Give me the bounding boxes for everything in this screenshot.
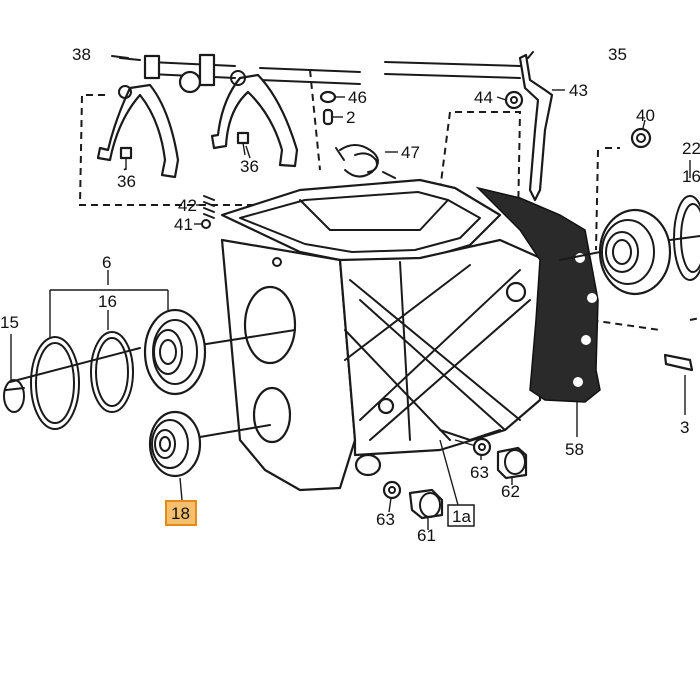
callout-62: 62 bbox=[501, 482, 520, 501]
callout-2: 2 bbox=[346, 108, 355, 127]
callout-35: 35 bbox=[608, 45, 627, 64]
callout-3: 3 bbox=[680, 418, 689, 437]
small-hardware bbox=[111, 51, 694, 520]
callout-41: 41 bbox=[174, 215, 193, 234]
callout-1a-box bbox=[447, 504, 475, 527]
shift-forks bbox=[96, 53, 521, 179]
callout-16-right: 16 bbox=[682, 167, 700, 186]
callout-38: 38 bbox=[72, 45, 91, 64]
gasket-plate bbox=[475, 186, 601, 403]
callout-1a: 1a bbox=[452, 507, 471, 526]
highlight-box-18[interactable] bbox=[165, 500, 197, 526]
callout-46: 46 bbox=[348, 88, 367, 107]
callout-63-left: 63 bbox=[376, 510, 395, 529]
callout-6: 6 bbox=[102, 253, 111, 272]
callout-labels: 38 35 46 2 44 43 40 22 16 36 36 47 42 41… bbox=[0, 45, 700, 545]
callout-44: 44 bbox=[474, 88, 493, 107]
callout-61: 61 bbox=[417, 526, 436, 545]
right-bearing-group bbox=[559, 195, 700, 296]
gearbox-housing bbox=[220, 178, 547, 492]
left-bearing-group bbox=[3, 308, 296, 478]
callout-15: 15 bbox=[0, 313, 19, 332]
callout-42: 42 bbox=[178, 196, 197, 215]
callout-18-highlighted[interactable]: 18 bbox=[171, 504, 190, 523]
callout-16: 16 bbox=[98, 292, 117, 311]
callout-22: 22 bbox=[682, 139, 700, 158]
callout-43: 43 bbox=[569, 81, 588, 100]
leader-lines bbox=[10, 89, 691, 530]
callout-36-left: 36 bbox=[117, 172, 136, 191]
callout-47: 47 bbox=[401, 143, 420, 162]
callout-58: 58 bbox=[565, 440, 584, 459]
callout-40: 40 bbox=[636, 106, 655, 125]
callout-36-right: 36 bbox=[240, 157, 259, 176]
callout-63-right: 63 bbox=[470, 463, 489, 482]
